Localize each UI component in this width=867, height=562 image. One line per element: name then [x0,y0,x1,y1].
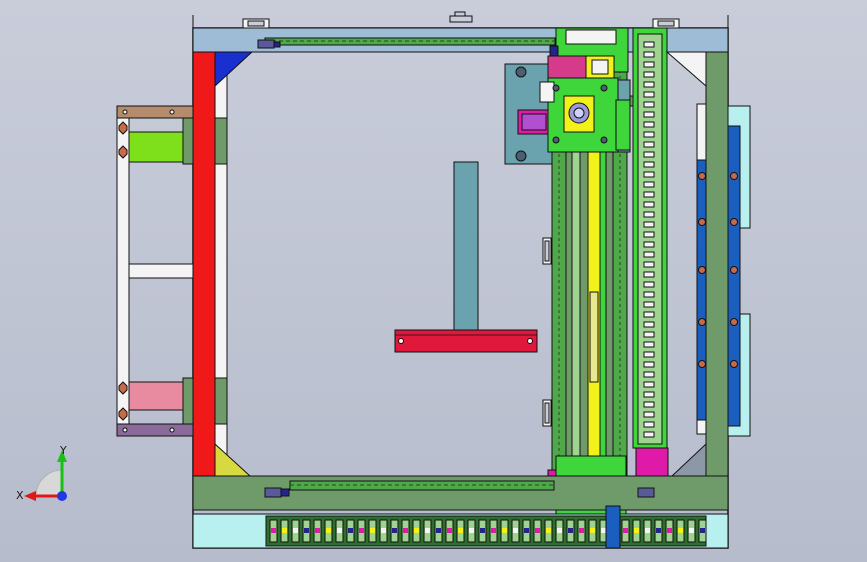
chain-link-pin [491,528,496,533]
top-mounting-slots [242,11,680,29]
chain-link-pin [304,528,309,533]
chain-link-pin [700,528,705,533]
chain-link-pin [293,528,298,533]
chain-link-pin [590,528,595,533]
lime-mount-block [128,131,184,163]
chain-link [643,151,655,158]
chain-link [643,311,655,318]
pink-mount-block [128,381,184,411]
chain-link [643,231,655,238]
chain-link [643,71,655,78]
chain-link-pin [337,528,342,533]
center-post [394,161,538,353]
chain-link [643,351,655,358]
chain-connector [605,505,621,549]
chain-link-pin [315,528,320,533]
chain-link [643,171,655,178]
chain-link [643,111,655,118]
chain-link-pin [348,528,353,533]
bottom-beam [192,475,729,511]
chain-link [643,261,655,268]
chain-link [643,41,655,48]
chain-link [643,391,655,398]
vertical-cable-chain [632,27,669,485]
motor-magenta [547,55,589,79]
chain-link-pin [271,528,276,533]
chain-link [643,161,655,168]
chain-link [643,341,655,348]
chain-link-pin [568,528,573,533]
chain-link [643,321,655,328]
chain-link-pin [502,528,507,533]
chain-link-pin [458,528,463,533]
z-axis-dot [57,491,67,501]
chain-link [643,61,655,68]
chain-link [643,251,655,258]
chain-link [643,331,655,338]
chain-link-pin [370,528,375,533]
chain-link-pin [436,528,441,533]
chain-link [643,131,655,138]
chain-link [643,411,655,418]
chain-link [643,421,655,428]
chain-link-pin [480,528,485,533]
chain-link-pin [425,528,430,533]
chain-link-pin [645,528,650,533]
chain-link [643,191,655,198]
chain-link [643,141,655,148]
chain-link-pin [557,528,562,533]
top-motor-coupler [257,39,275,49]
chain-link [643,361,655,368]
chain-link [643,81,655,88]
x-axis-label: X [16,489,24,502]
chain-link-pin [282,528,287,533]
chain-link [643,381,655,388]
chain-link-pin [667,528,672,533]
chain-link-pin [469,528,474,533]
chain-link [643,51,655,58]
chain-link-pin [414,528,419,533]
chain-link-pin [656,528,661,533]
right-frame [665,51,751,477]
chain-link [643,271,655,278]
chain-link [643,201,655,208]
chain-link [643,291,655,298]
chain-link-pin [689,528,694,533]
chain-link [643,121,655,128]
chain-link-pin [678,528,683,533]
chain-link-pin [381,528,386,533]
chain-link-pin [392,528,397,533]
chain-link [643,181,655,188]
red-crossbeam [394,329,538,353]
chain-link-pin [403,528,408,533]
chain-link-pin [359,528,364,533]
chain-link [643,431,655,438]
chain-link [643,301,655,308]
y-axis-label: Y [59,444,67,457]
coordinate-triad: Y X [16,444,67,502]
chain-link [643,241,655,248]
chain-link-pin [524,528,529,533]
chain-link-pin [513,528,518,533]
chain-link [643,221,655,228]
chain-link-pin [579,528,584,533]
chain-link [643,91,655,98]
chain-link [643,281,655,288]
chain-link [643,371,655,378]
left-side-bracket [116,105,228,437]
chain-link-pin [546,528,551,533]
chain-link-pin [535,528,540,533]
chain-link-pin [326,528,331,533]
bottom-cable-chain [192,505,729,549]
chain-link-pin [447,528,452,533]
chain-link [643,101,655,108]
chain-link [643,401,655,408]
chain-link-pin [601,528,606,533]
chain-link-pin [623,528,628,533]
gripper-head [504,63,661,165]
chain-link-pin [634,528,639,533]
chain-link [643,211,655,218]
